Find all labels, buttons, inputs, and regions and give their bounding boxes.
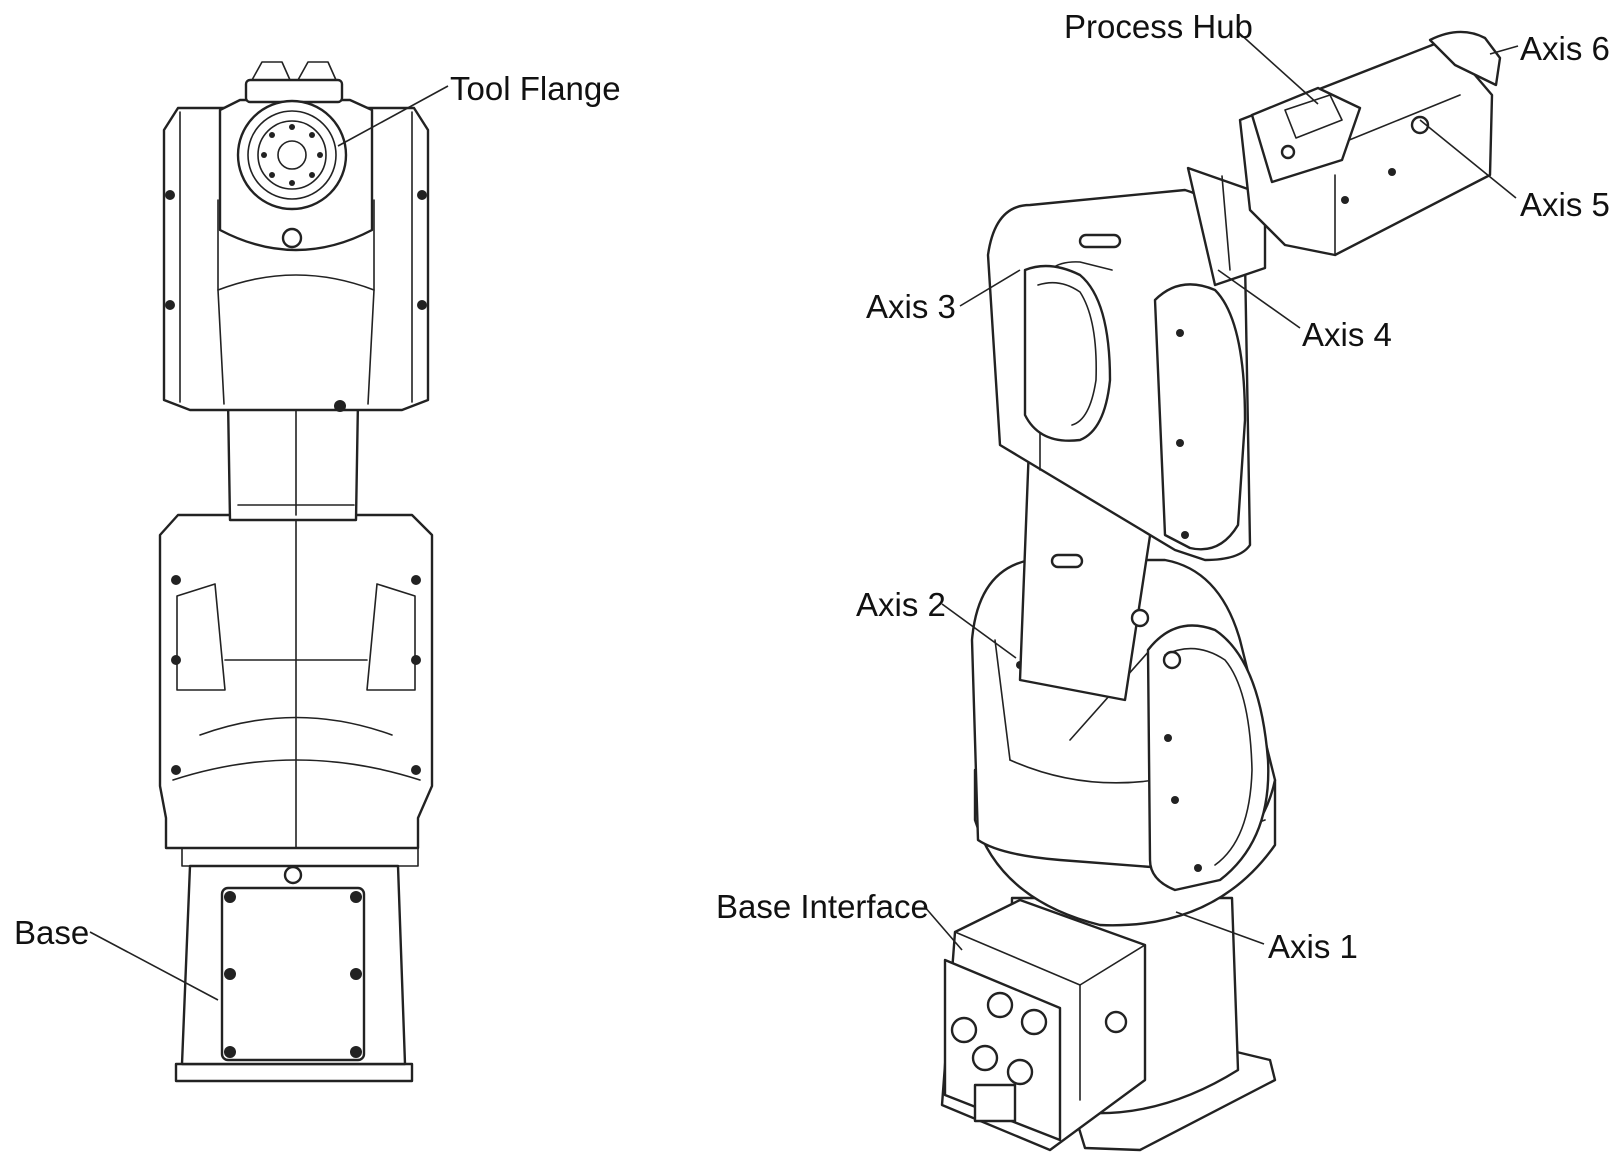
tool-flange <box>236 99 348 211</box>
leader-base <box>89 931 219 1001</box>
label-axis-1: Axis 1 <box>1268 928 1358 965</box>
label-base-interface: Base Interface <box>716 888 929 925</box>
leader-base-interface <box>923 905 963 951</box>
iso-elbow-side-cover <box>1153 283 1247 551</box>
front-mounting-plate <box>174 1062 414 1083</box>
iso-axis6-flange <box>1428 30 1502 87</box>
iso-shoulder-cover <box>1146 624 1270 892</box>
leader-axis-1 <box>1175 911 1265 945</box>
label-axis-5: Axis 5 <box>1520 186 1610 223</box>
label-process-hub: Process Hub <box>1064 8 1253 45</box>
leader-axis-4 <box>1217 269 1301 329</box>
labels: Tool Flange Base Process Hub Axis 6 Axis… <box>14 8 1610 965</box>
label-base: Base <box>14 914 89 951</box>
leader-axis-2 <box>941 603 1017 659</box>
front-link <box>226 398 360 522</box>
iso-process-hub <box>1250 86 1362 184</box>
label-axis-3: Axis 3 <box>866 288 956 325</box>
front-base-cover <box>220 886 366 1062</box>
leader-axis-6 <box>1489 45 1519 55</box>
iso-base-interface-box <box>940 898 1147 1152</box>
iso-view <box>940 30 1502 1152</box>
label-axis-4: Axis 4 <box>1302 316 1392 353</box>
front-view <box>158 61 434 1083</box>
label-tool-flange: Tool Flange <box>450 70 621 107</box>
leader-process-hub <box>1237 31 1319 105</box>
label-axis-2: Axis 2 <box>856 586 946 623</box>
leader-axis-5 <box>1419 119 1517 199</box>
label-axis-6: Axis 6 <box>1520 30 1610 67</box>
leader-axis-3 <box>959 269 1021 307</box>
leader-lines <box>89 31 1519 1001</box>
leader-tool-flange <box>337 85 449 147</box>
